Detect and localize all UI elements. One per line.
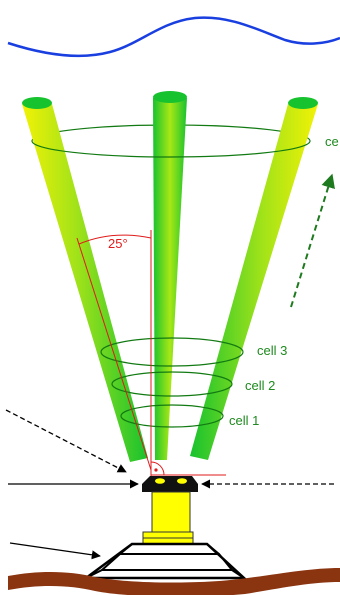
cell-ellipse-2 bbox=[111, 371, 233, 397]
cell-ellipse-1 bbox=[120, 404, 224, 428]
transducer-head bbox=[142, 476, 198, 492]
mounting-frame bbox=[82, 542, 248, 580]
solid-arrow-to-frame bbox=[9, 542, 101, 560]
cell-label-top: ce bbox=[325, 134, 339, 149]
green-dashed-arrow bbox=[290, 173, 335, 308]
beam-left-end bbox=[22, 97, 52, 109]
beam-left bbox=[22, 104, 148, 462]
angle-label: 25° bbox=[108, 236, 128, 251]
acoustic-doppler-profiler-icon bbox=[142, 476, 198, 545]
transducer-face-left bbox=[155, 478, 165, 484]
water-surface-wave bbox=[7, 16, 340, 58]
angle-arc bbox=[78, 234, 152, 245]
beam-middle-end bbox=[153, 91, 187, 103]
instrument-housing bbox=[151, 491, 191, 533]
river-bed bbox=[8, 568, 340, 595]
cell-ellipse-3 bbox=[100, 337, 244, 367]
cell-label-2: cell 2 bbox=[245, 378, 275, 393]
cell-ellipse-top bbox=[31, 140, 311, 158]
cell-label-1: cell 1 bbox=[229, 413, 259, 428]
beam-middle bbox=[153, 98, 187, 460]
right-angle-mark bbox=[150, 461, 165, 476]
cell-label-3: cell 3 bbox=[257, 343, 287, 358]
right-angle-dot bbox=[154, 468, 158, 472]
dashed-arrow-to-transducer bbox=[5, 409, 127, 473]
beam-axis-line bbox=[76, 237, 152, 471]
beam-right-end bbox=[288, 97, 318, 109]
transducer-face-right bbox=[177, 478, 187, 484]
beam-right bbox=[190, 104, 318, 460]
